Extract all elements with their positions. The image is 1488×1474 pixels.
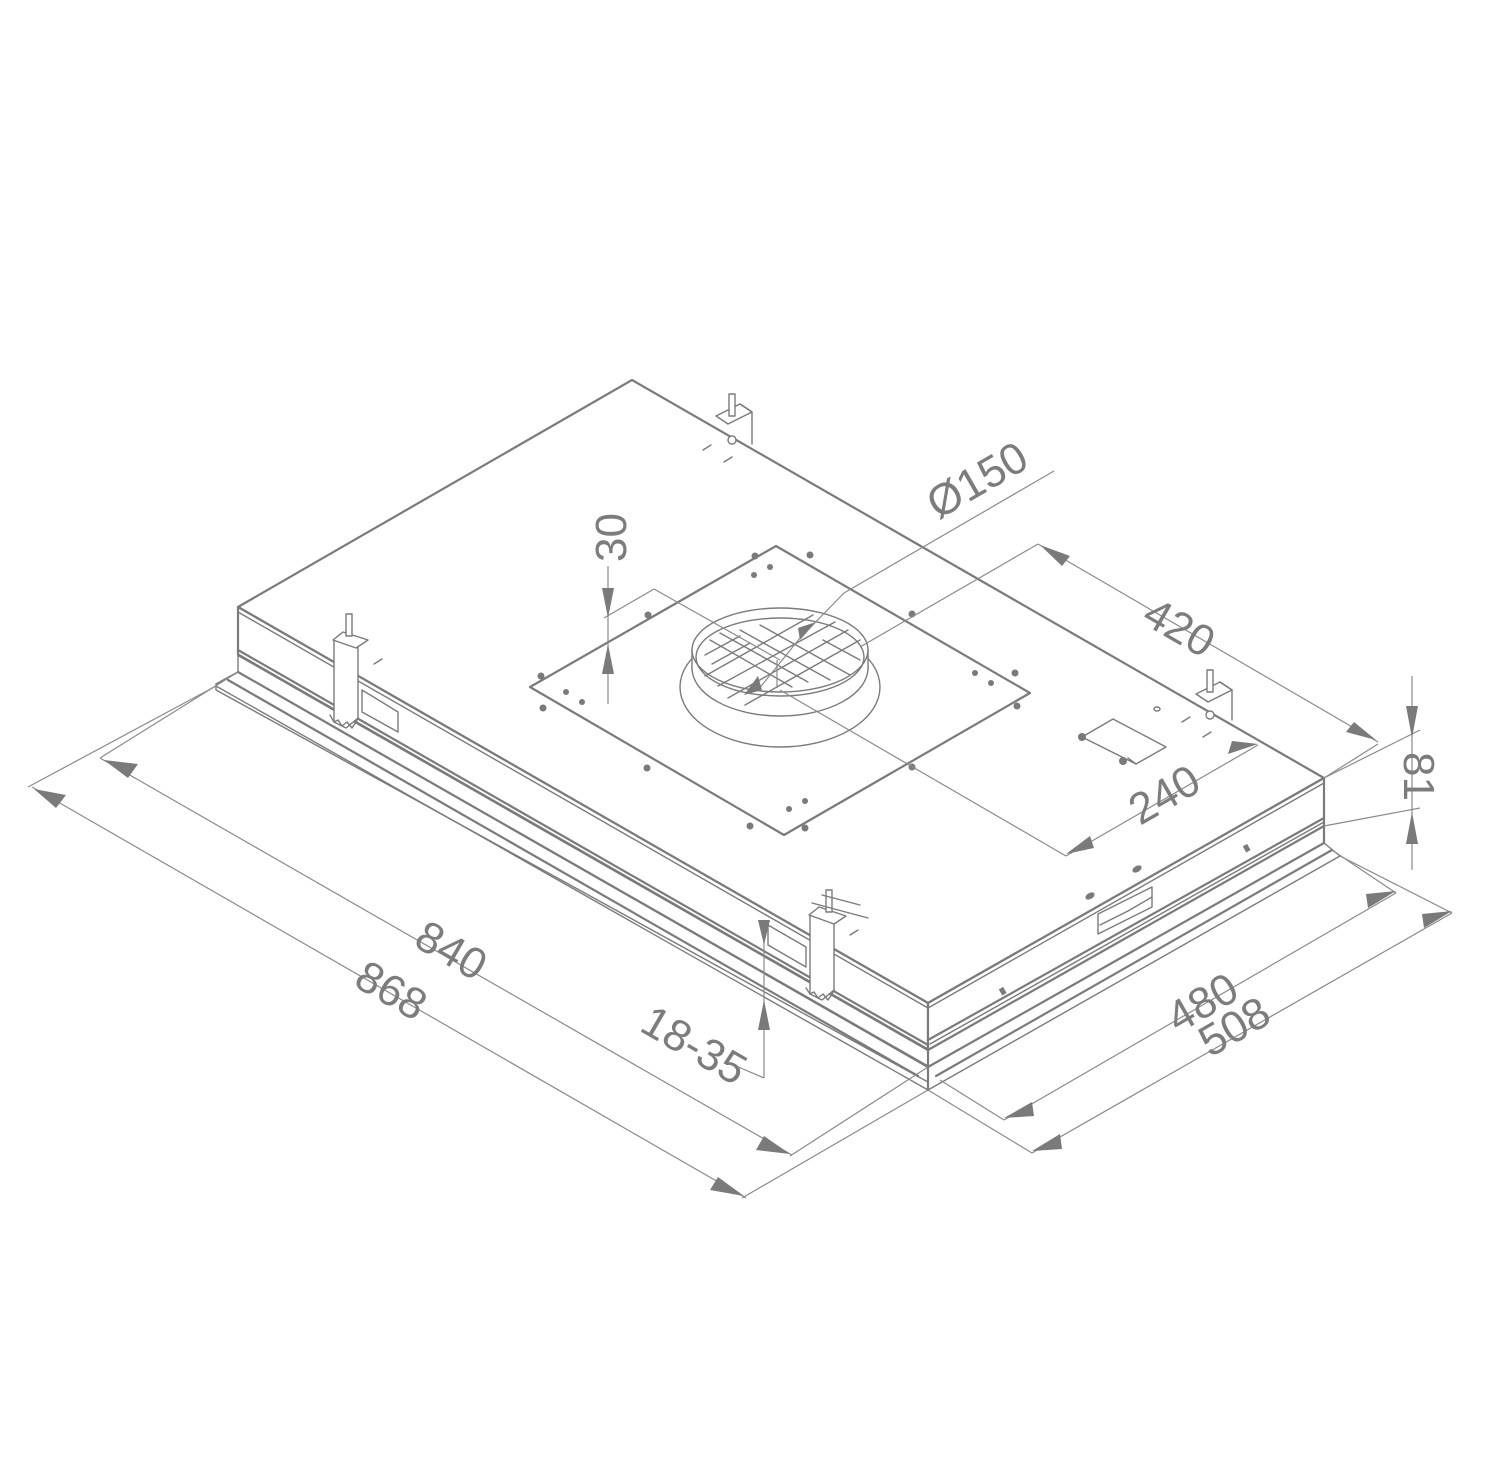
duct-spigot	[679, 607, 881, 748]
mounting-bracket-center	[805, 889, 869, 1001]
plate-screws	[537, 551, 1021, 832]
backdraft-grid	[704, 614, 861, 706]
mounting-bracket-back	[702, 393, 753, 463]
control-slot	[1097, 886, 1153, 935]
label-collar-height: 30	[587, 513, 636, 562]
label-clamp-range: 18-35	[633, 996, 755, 1095]
label-body-height: 81	[1394, 752, 1443, 801]
vent-slot-center	[767, 924, 807, 968]
dimension-lines	[27, 470, 1453, 1199]
label-duct-offset-length: 420	[1135, 588, 1223, 667]
mounting-bracket-right	[1153, 669, 1233, 738]
label-duct-diameter: Ø150	[919, 432, 1037, 528]
label-outer-width: 868	[347, 951, 435, 1030]
vent-slot-left	[361, 689, 399, 733]
mounting-bracket-left	[329, 613, 383, 729]
spigot-collar-top	[691, 607, 869, 693]
electrical-box	[1078, 718, 1167, 765]
